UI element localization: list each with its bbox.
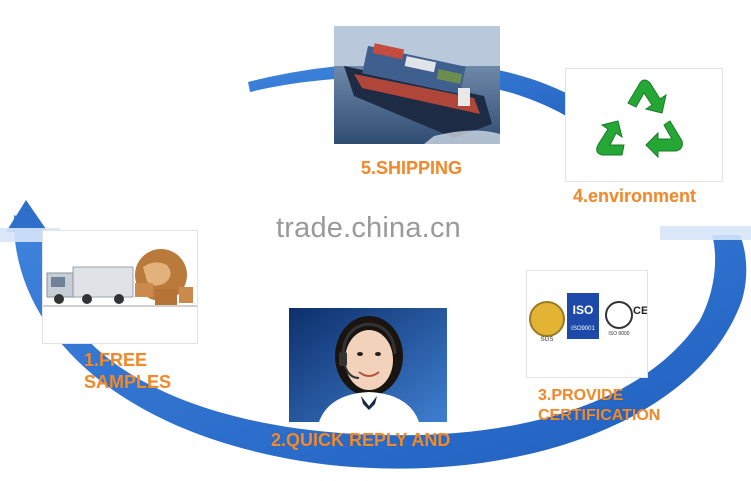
sgs-text: SGS (540, 337, 554, 343)
environment-image (565, 68, 723, 182)
watermark: trade.china.cn (276, 212, 461, 244)
step-free-samples-line1: 1.FREE (84, 350, 148, 370)
container-ship-icon (334, 26, 500, 144)
iso-text: ISO (572, 303, 594, 317)
iso-ring-text: ISO 9000 (608, 331, 630, 337)
step-certification-line2: CERTIFICATION (538, 407, 661, 424)
quick-reply-image (289, 308, 447, 422)
ce-mark: CE (633, 305, 648, 317)
iso-badge-icon: ISO ISO9001 (567, 293, 599, 339)
certification-image: SGS ISO ISO9001 ISO 9000 CE (526, 270, 648, 378)
recycle-icon (596, 79, 683, 159)
step-free-samples-line2: SAMPLES (84, 372, 172, 392)
step-quick-reply-label: 2.QUICK REPLY AND (271, 430, 451, 450)
cycle-arrow-head (6, 200, 48, 232)
step-certification-label: 3.PROVIDE CERTIFICATION (538, 386, 660, 426)
iso-number-text: ISO9001 (571, 326, 595, 332)
customer-service-icon (289, 308, 447, 422)
certification-logos-icon: SGS ISO ISO9001 ISO 9000 CE (529, 293, 648, 353)
cycle-arc-lower (13, 215, 747, 469)
shipping-image (334, 26, 500, 144)
step-shipping-label: 5.SHIPPING (361, 158, 463, 178)
truck-globe-icon (43, 231, 197, 343)
step-free-samples-label: 1.FREE SAMPLES (84, 349, 171, 393)
iso-ring-badge-icon: ISO 9000 (605, 301, 633, 337)
sgs-badge-icon: SGS (529, 301, 565, 343)
cycle-arc-upper (248, 62, 626, 140)
step-environment-label: 4.environment (573, 186, 697, 206)
free-samples-image (42, 230, 198, 344)
step-certification-line1: 3.PROVIDE (538, 387, 624, 404)
